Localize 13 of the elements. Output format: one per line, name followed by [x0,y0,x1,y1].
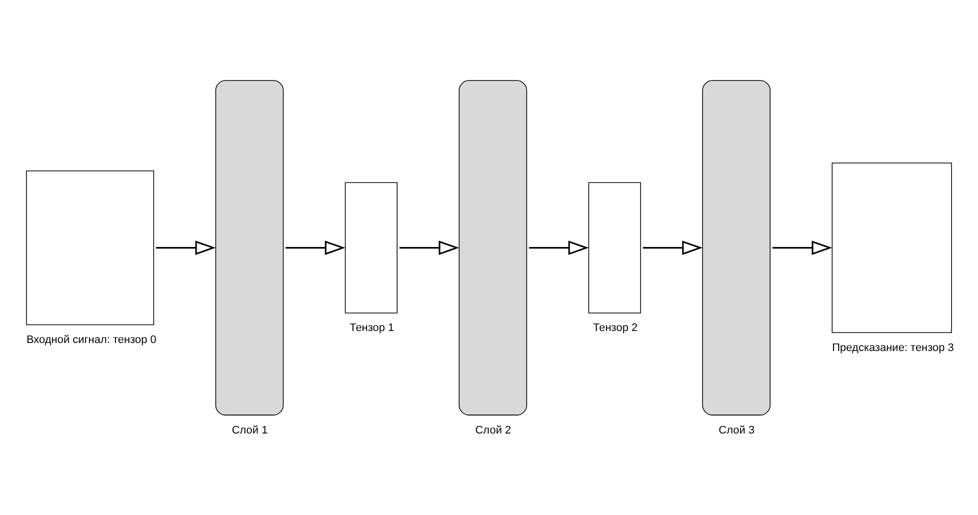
arrow [642,240,703,254]
node-label: Предсказание: тензор 3 [832,341,954,354]
node-label: Слой 3 [718,424,755,436]
node-label: Тензор 1 [350,322,394,334]
arrow [529,240,589,254]
node-label: Слой 1 [232,424,268,436]
arrow [772,240,832,254]
node-label: Слой 2 [475,424,512,436]
node-label: Тензор 2 [593,322,638,334]
node-label: Входной сигнал: тензор 0 [26,333,156,346]
arrow [399,240,460,254]
arrow [156,240,216,254]
arrow [286,240,346,254]
